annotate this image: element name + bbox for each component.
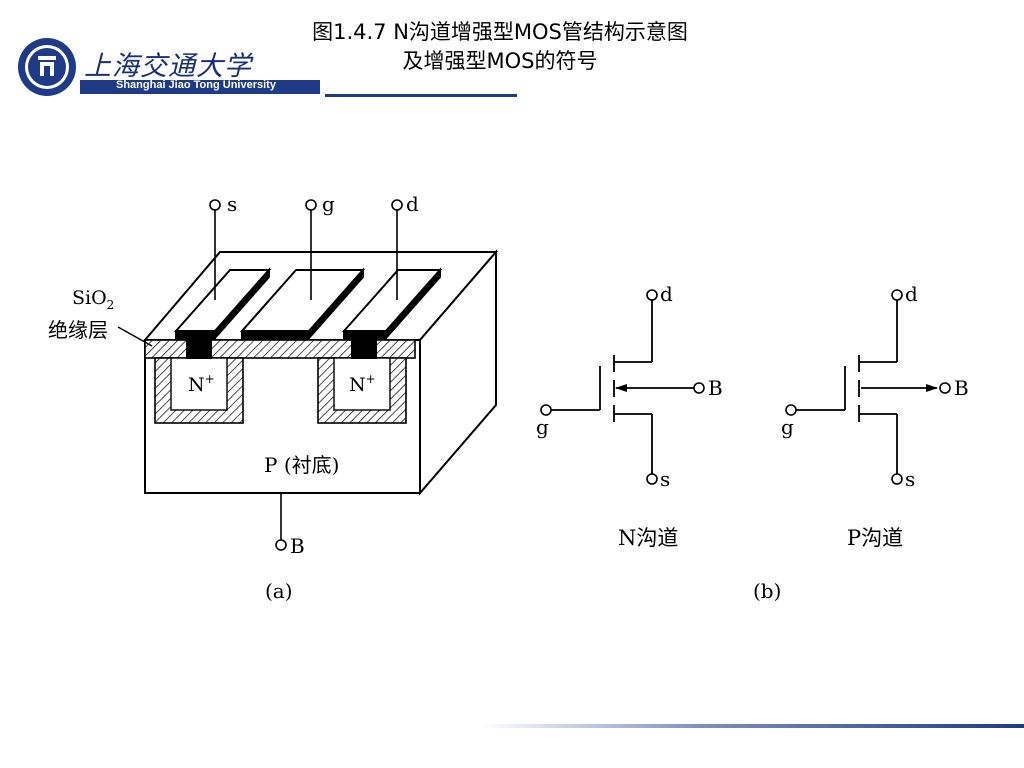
- n-terminal-s-icon: [646, 473, 658, 485]
- n-well-left-inner: [170, 357, 228, 411]
- sio2-pointer: [117, 326, 153, 347]
- terminal-circles-a: [209, 199, 403, 551]
- source-electrode-front: [175, 330, 216, 340]
- drain-electrode-front: [343, 330, 387, 340]
- n-channel-terminals: [540, 289, 705, 485]
- n-terminal-d-icon: [646, 289, 658, 301]
- p-label-d: d: [905, 282, 918, 306]
- n-label-g: g: [536, 415, 549, 439]
- source-contact: [186, 338, 212, 359]
- label-d: d: [406, 192, 419, 216]
- drain-contact: [351, 338, 377, 359]
- gate-electrode-front: [241, 330, 310, 340]
- label-s: s: [227, 192, 237, 216]
- label-g: g: [322, 192, 335, 216]
- n-region-left-label: N+: [188, 372, 215, 396]
- university-name-cn: 上海交通大学: [84, 51, 252, 82]
- caption-a: (a): [265, 579, 293, 603]
- p-channel-symbol: [796, 300, 938, 474]
- n-terminal-g-icon: [540, 404, 552, 416]
- title-line-1: 图1.4.7 N沟道增强型MOS管结构示意图: [312, 20, 688, 44]
- slide-title: 图1.4.7 N沟道增强型MOS管结构示意图 及增强型MOS的符号: [200, 18, 800, 76]
- insulator-label: 绝缘层: [48, 318, 108, 342]
- p-label-g: g: [781, 415, 794, 439]
- n-label-s: s: [660, 467, 670, 491]
- substrate-label: P (衬底): [264, 453, 339, 477]
- p-terminal-s-icon: [891, 473, 903, 485]
- university-name-en: Shanghai Jiao Tong University: [116, 79, 276, 91]
- caption-b: (b): [753, 579, 781, 603]
- footer-divider: [480, 724, 1024, 728]
- label-b: B: [290, 534, 305, 558]
- university-name-bar: [80, 80, 320, 94]
- terminal-g-icon: [305, 199, 317, 211]
- n-channel-symbol: [551, 300, 694, 474]
- n-label-d: d: [660, 282, 673, 306]
- p-label-s: s: [905, 467, 915, 491]
- p-label-b: B: [954, 376, 969, 400]
- terminal-s-icon: [209, 199, 221, 211]
- p-channel-terminals: [785, 289, 951, 485]
- terminal-d-icon: [391, 199, 403, 211]
- n-well-right-inner: [333, 357, 391, 411]
- sio2-label: SiO2: [72, 287, 114, 312]
- p-terminal-d-icon: [891, 289, 903, 301]
- p-terminal-g-icon: [785, 404, 797, 416]
- n-label-b: B: [708, 376, 723, 400]
- p-terminal-b-icon: [939, 382, 951, 394]
- p-channel-caption: P沟道: [847, 526, 903, 550]
- n-region-right-label: N+: [349, 372, 376, 396]
- n-terminal-b-icon: [693, 382, 705, 394]
- mos-structure: [117, 209, 499, 540]
- header-divider: [325, 94, 517, 97]
- title-line-2: 及增强型MOS的符号: [402, 49, 598, 73]
- n-channel-caption: N沟道: [618, 526, 678, 550]
- terminal-b-icon: [275, 539, 287, 551]
- university-seal-icon: [18, 38, 76, 96]
